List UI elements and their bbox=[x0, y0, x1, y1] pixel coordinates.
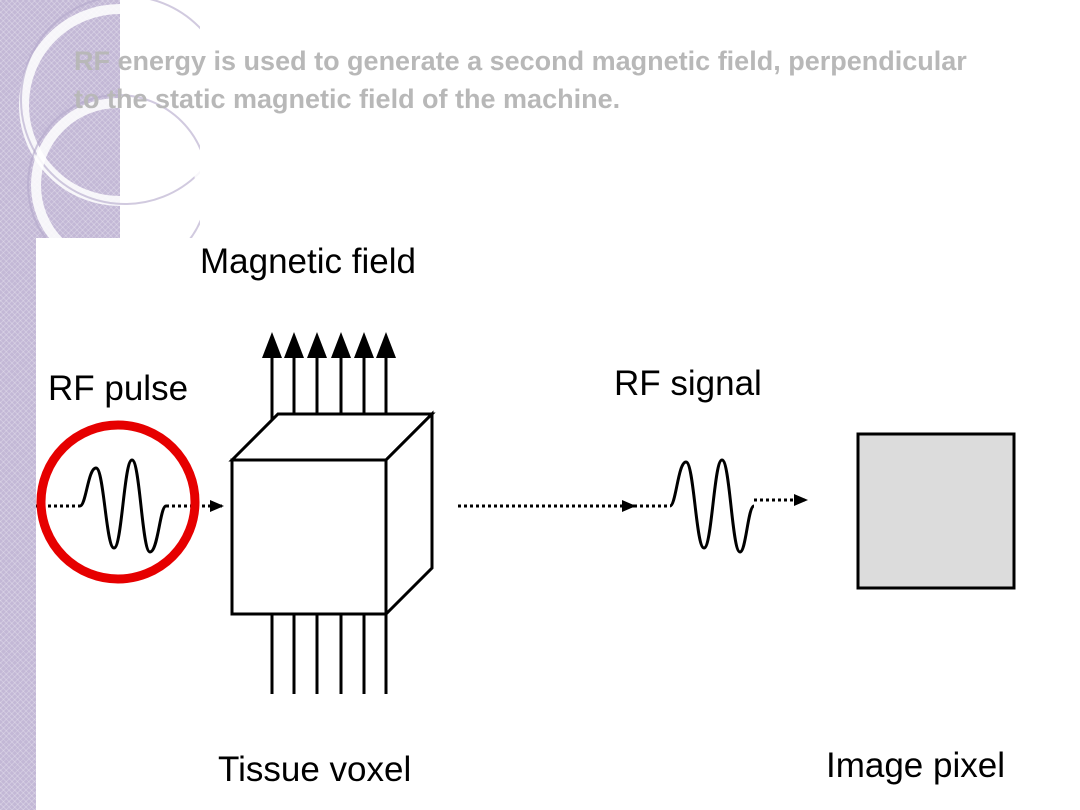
slide-text: RF energy is used to generate a second m… bbox=[74, 46, 967, 114]
image-pixel-label: Image pixel bbox=[826, 746, 1005, 785]
magnetic-field-lines-lower bbox=[270, 614, 388, 694]
highlight-circle bbox=[36, 420, 200, 584]
decorative-circles bbox=[19, 0, 200, 260]
diagram-drawing bbox=[36, 332, 1016, 694]
tissue-voxel-label: Tissue voxel bbox=[218, 750, 412, 789]
tissue-voxel-cube bbox=[228, 410, 436, 618]
mri-diagram: Magnetic field RF pulse RF signal Tissue… bbox=[36, 238, 1080, 810]
rf-signal-label: RF signal bbox=[614, 364, 762, 403]
magnetic-field-label: Magnetic field bbox=[200, 242, 416, 281]
rf-signal-wave bbox=[634, 458, 808, 554]
image-pixel-square bbox=[856, 432, 1016, 590]
rf-pulse-label: RF pulse bbox=[48, 369, 189, 408]
